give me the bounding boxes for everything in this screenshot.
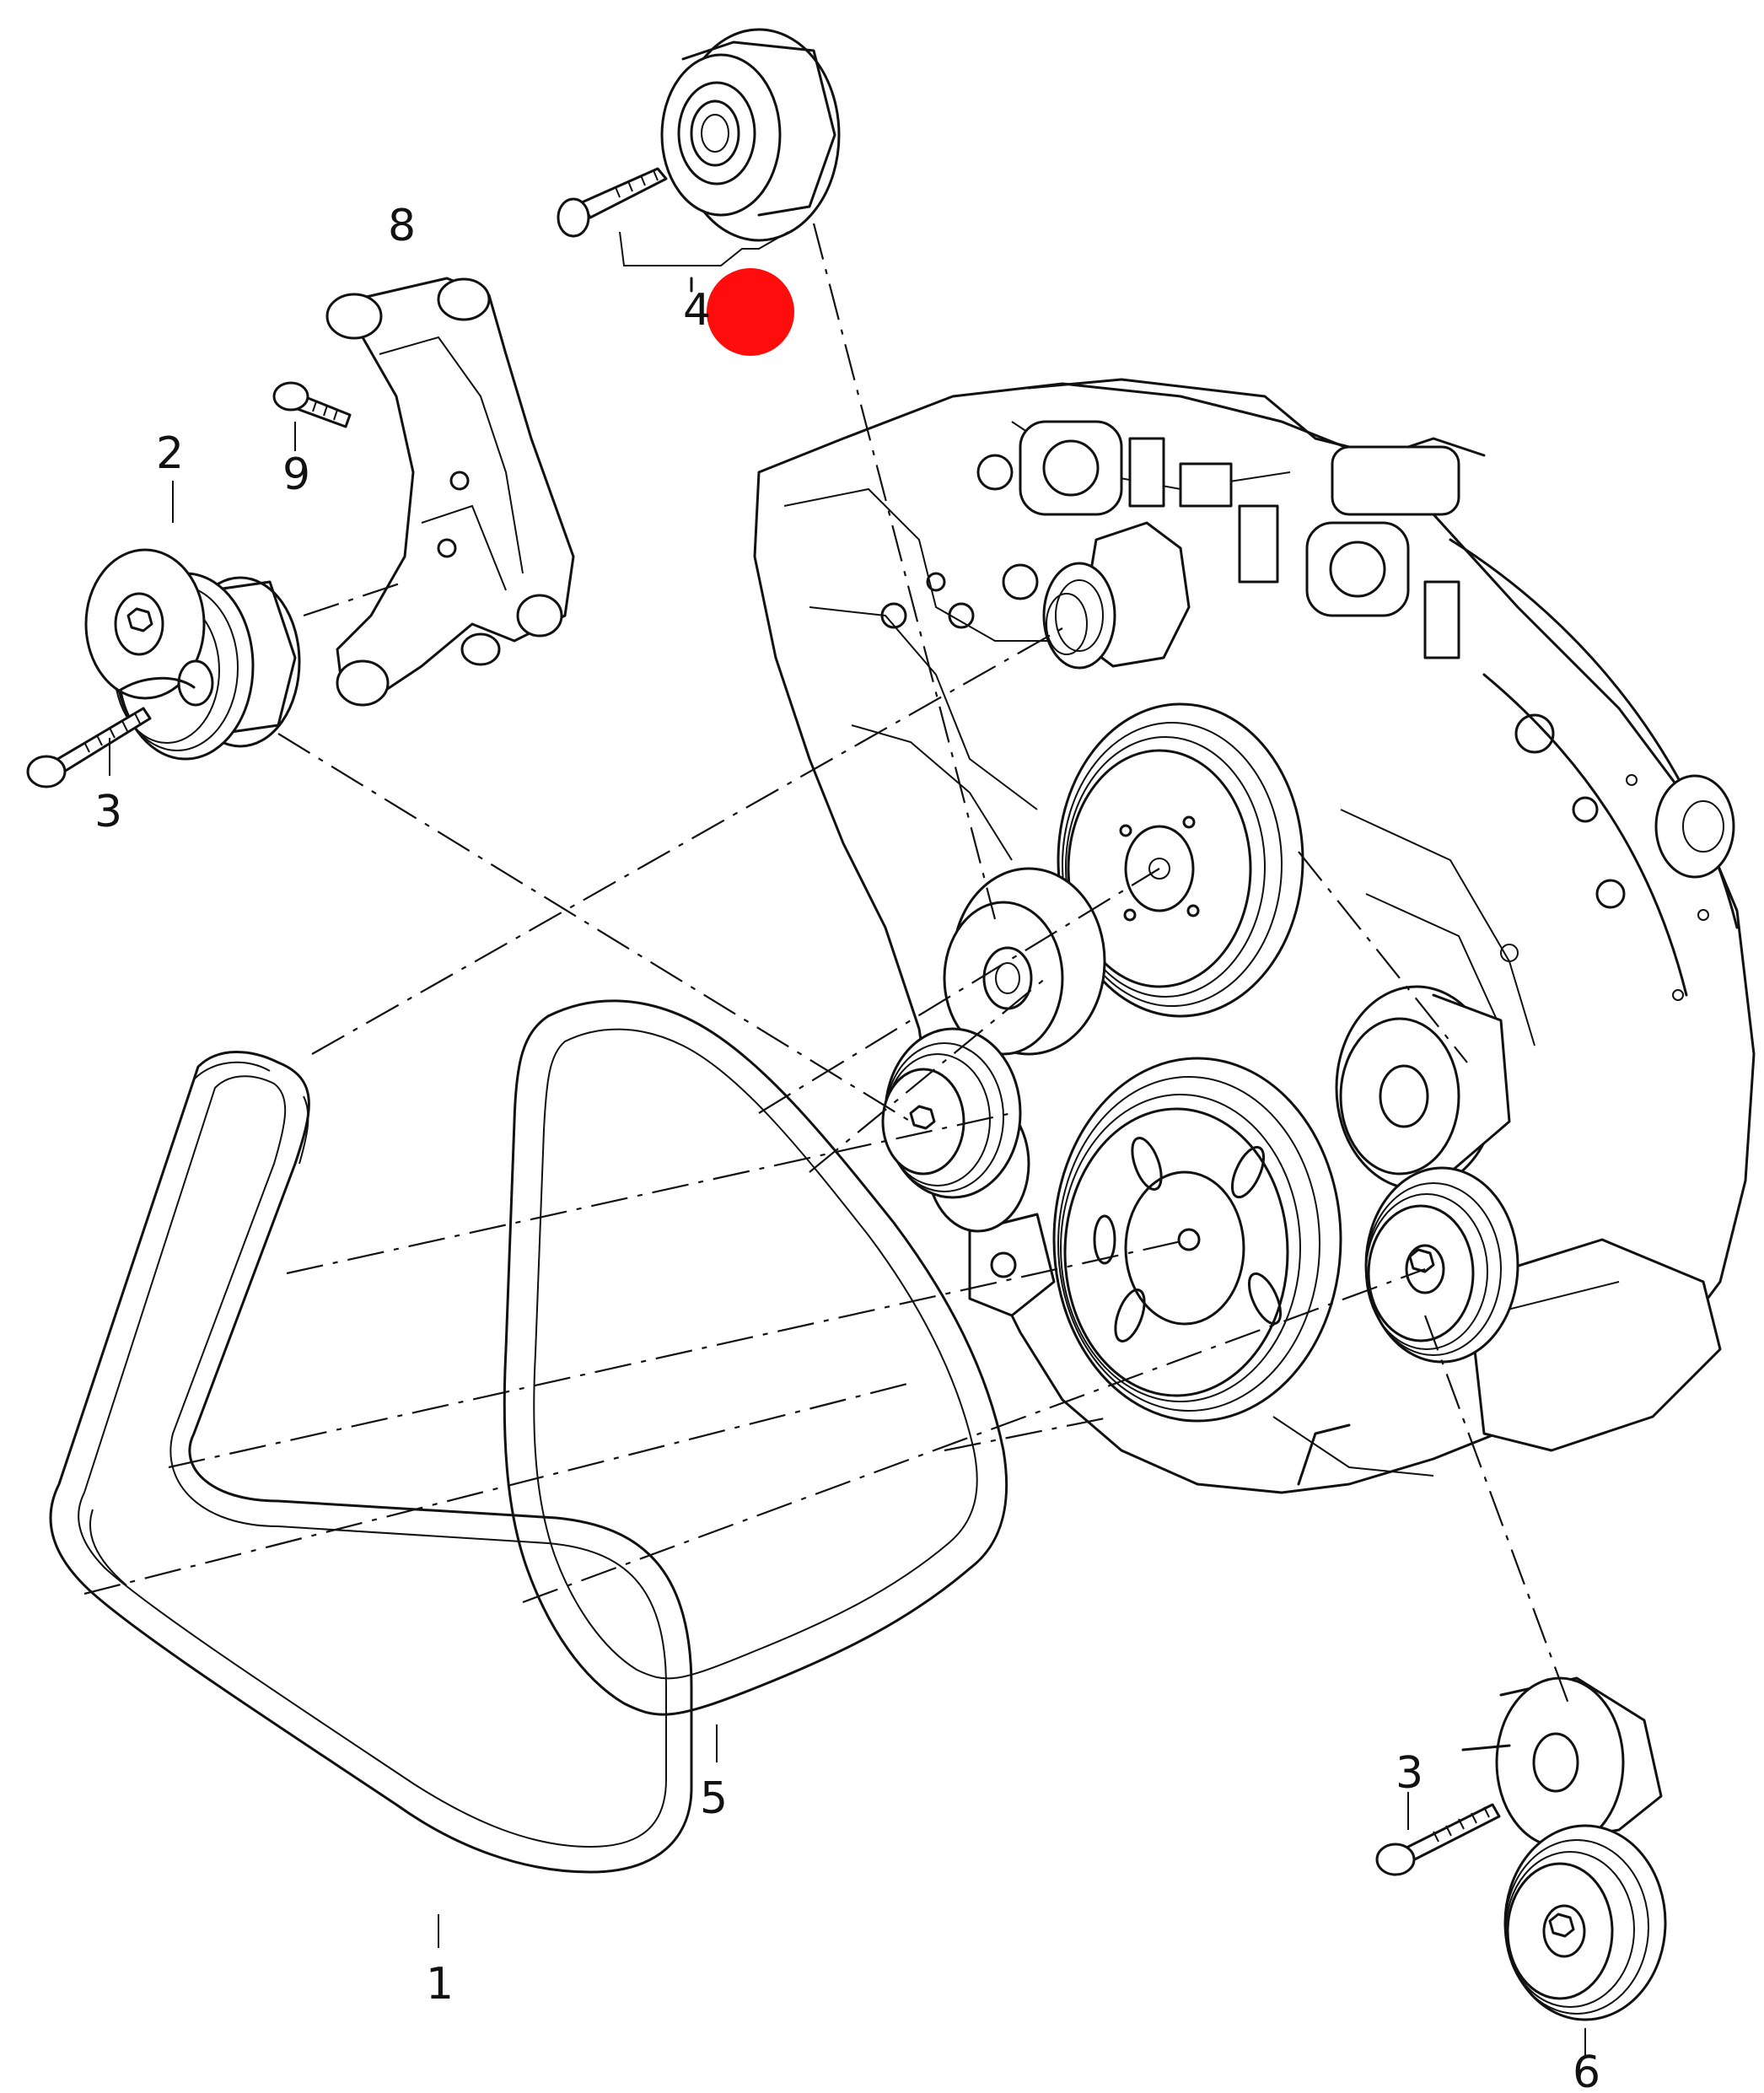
assembly-centerlines bbox=[83, 223, 1570, 1704]
callout-4: 4 bbox=[683, 285, 711, 336]
part-4-idler-pulley bbox=[660, 28, 841, 242]
right-lower-idler-pulley bbox=[1364, 1166, 1519, 1364]
callout-3-left: 3 bbox=[94, 787, 122, 837]
part-9-bolt bbox=[272, 381, 352, 428]
part-8-bracket bbox=[325, 277, 575, 707]
callout-1: 1 bbox=[426, 1959, 454, 2010]
callout-5: 5 bbox=[700, 1773, 728, 1824]
callout-2: 2 bbox=[156, 428, 184, 479]
highlight-marker bbox=[707, 268, 794, 356]
right-tensioner-on-engine bbox=[1335, 985, 1511, 1191]
part-3-bolt-left bbox=[26, 707, 152, 788]
callout-6: 6 bbox=[1573, 2047, 1600, 2093]
part-6-tensioner-pulley bbox=[1461, 1676, 1667, 2021]
middle-idler-pulley bbox=[943, 867, 1106, 1056]
part-4-bolt bbox=[557, 167, 668, 238]
callout-8: 8 bbox=[388, 201, 416, 251]
part-3-bolt-right bbox=[1375, 1803, 1501, 1876]
center-tensioner-pulley bbox=[881, 1027, 1030, 1233]
part-1-drive-belt bbox=[49, 1051, 693, 1874]
part-4-bracket-line bbox=[619, 231, 789, 266]
part-2-tensioner-pulley bbox=[84, 548, 301, 761]
part-5-drive-belt bbox=[503, 999, 1008, 1716]
coolant-pump-hub bbox=[1042, 521, 1191, 670]
crankshaft-pulley bbox=[1052, 1057, 1342, 1423]
callout-3-right: 3 bbox=[1396, 1748, 1423, 1799]
callout-9: 9 bbox=[282, 449, 310, 500]
